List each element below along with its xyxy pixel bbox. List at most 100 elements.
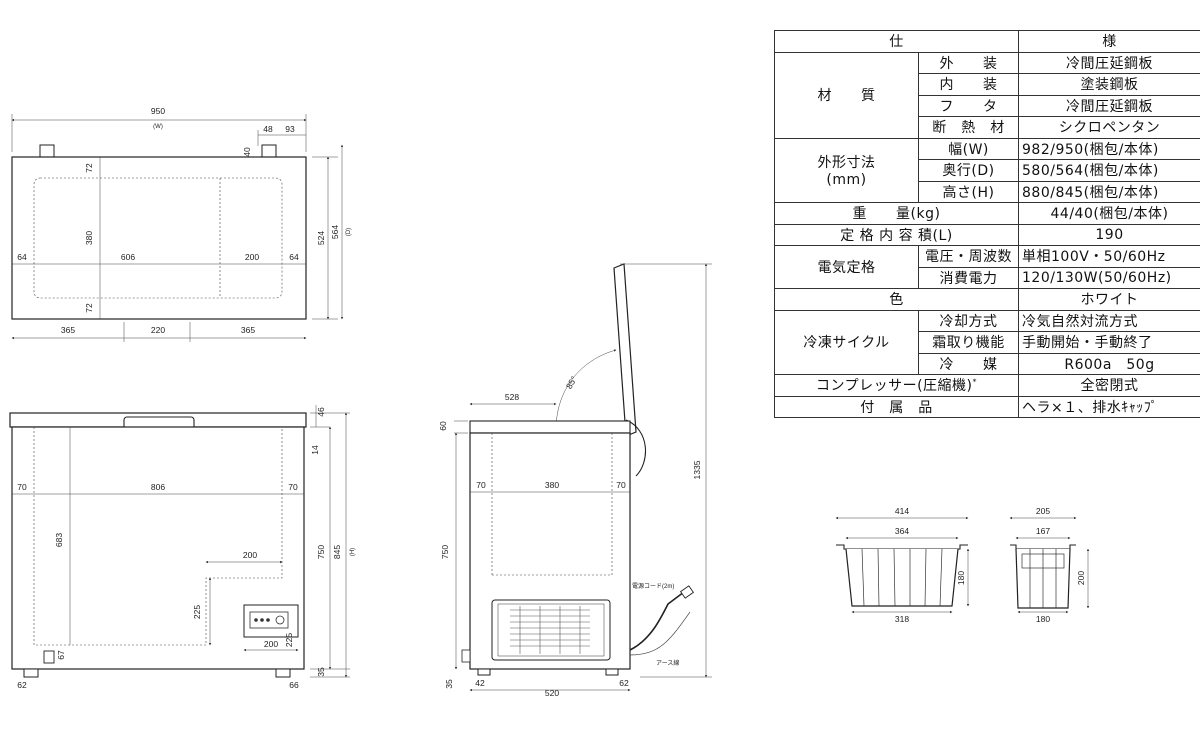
dim-93: 93	[285, 124, 295, 134]
dim-62-front: 62	[17, 680, 27, 690]
dim-606: 606	[121, 252, 135, 262]
spec-capacity: 定 格 内 容 積(L)	[774, 223, 1019, 246]
dim-205: 205	[1036, 506, 1050, 516]
dim-200-right: 200	[245, 252, 259, 262]
table-row: 重 量(kg) 44/40(梱包/本体)	[774, 202, 1200, 225]
spec-dims-unit: (mm)	[826, 172, 867, 189]
dim-comp-225: 225	[284, 633, 294, 647]
dim-414: 414	[895, 506, 909, 516]
dim-64-right: 64	[289, 252, 299, 262]
spec-depth: 奥行(D)	[918, 159, 1019, 182]
dim-564: 564	[330, 225, 340, 239]
spec-compressor-label: コンプレッサー(圧縮機)	[815, 378, 973, 395]
basket-small: 205 167 180 200	[1009, 506, 1090, 624]
spec-height-val: 880/845(梱包/本体)	[1018, 180, 1200, 203]
spec-refrig-val: R600a 50g	[1018, 352, 1200, 375]
spec-elec: 電気定格	[774, 245, 919, 289]
dim-167: 167	[1036, 526, 1050, 536]
table-row: 定 格 内 容 積(L) 190	[774, 223, 1200, 246]
dim-d-sub: (D)	[346, 228, 352, 236]
dim-1335: 1335	[692, 460, 702, 479]
spec-defrost-val: 手動開始・手動終了	[1018, 331, 1200, 354]
spec-inner: 内 装	[918, 73, 1019, 96]
dim-520: 520	[545, 688, 559, 698]
dim-h-sub: (H)	[350, 548, 356, 556]
dim-66: 66	[289, 680, 299, 690]
dim-46: 46	[316, 407, 326, 417]
earth-label: アース線	[656, 659, 679, 667]
dim-364: 364	[895, 526, 909, 536]
side-view: 85° 528 70 380 70 電源コード(2m) アース線	[438, 263, 712, 698]
spec-dims: 外形寸法 (mm)	[774, 137, 919, 203]
dim-62-side: 62	[619, 678, 629, 688]
dim-200-step: 200	[243, 550, 257, 560]
dim-40: 40	[242, 147, 252, 157]
spec-height: 高さ(H)	[918, 180, 1019, 203]
dim-220: 220	[151, 325, 165, 335]
spec-inner-val: 塗装鋼板	[1018, 73, 1200, 96]
dim-70-side-right: 70	[616, 480, 626, 490]
dim-365-right: 365	[241, 325, 255, 335]
spec-acc-val: ヘラ×１、排水ｷｬｯﾌﾟ	[1018, 395, 1200, 418]
dim-365-left: 365	[61, 325, 75, 335]
spec-voltage-val: 単相100V・50/60Hz	[1018, 245, 1200, 268]
table-row: コンプレッサー(圧縮機)* 全密閉式	[774, 374, 1200, 397]
dim-180-bottom: 180	[1036, 614, 1050, 624]
spec-material: 材 質	[774, 51, 919, 139]
dim-comp-200: 200	[264, 639, 278, 649]
dim-60: 60	[438, 421, 448, 431]
table-row: 外形寸法 (mm) 幅(W) 982/950(梱包/本体)	[774, 137, 1200, 203]
spec-outer-val: 冷間圧延鋼板	[1018, 51, 1200, 74]
dim-64-left: 64	[17, 252, 27, 262]
dim-180-h: 180	[956, 571, 966, 585]
top-view: 950 (W) 48 93 40 72 380 72 64 606 200 64…	[11, 106, 352, 342]
dim-35-front: 35	[316, 667, 326, 677]
dim-528: 528	[505, 392, 519, 402]
table-row: 断 熱 材 シクロペンタン	[775, 116, 1200, 139]
spec-header: 仕 様	[774, 30, 1200, 53]
grille-slots	[510, 606, 590, 654]
table-row: 奥行(D) 580/564(梱包/本体)	[775, 159, 1200, 182]
spec-defrost: 霜取り機能	[918, 331, 1019, 354]
table-row: 内 装 塗装鋼板	[775, 73, 1200, 96]
dim-42: 42	[475, 678, 485, 688]
spec-cooling-val: 冷気自然対流方式	[1018, 309, 1200, 332]
spec-weight-val: 44/40(梱包/本体)	[1018, 202, 1200, 225]
spec-header-a: 仕	[774, 30, 1019, 53]
dim-318: 318	[895, 614, 909, 624]
spec-compressor-val: 全密閉式	[1018, 374, 1200, 397]
spec-width-val: 982/950(梱包/本体)	[1018, 137, 1200, 160]
spec-table: 仕 様 材 質 外 装 冷間圧延鋼板 内 装 塗装鋼板 フ タ 冷間圧延鋼板 断…	[774, 30, 1200, 418]
dim-683: 683	[54, 533, 64, 547]
spec-lid: フ タ	[918, 94, 1019, 117]
table-row: 色 ホワイト	[774, 288, 1200, 311]
basket-large: 414 364 318 180	[835, 506, 970, 624]
dim-950: 950	[151, 106, 165, 116]
spec-color: 色	[774, 288, 1019, 311]
spec-cooling: 冷却方式	[918, 309, 1019, 332]
dim-750-front: 750	[316, 545, 326, 559]
table-row: 高さ(H) 880/845(梱包/本体)	[775, 180, 1200, 203]
spec-refrig: 冷 媒	[918, 352, 1019, 375]
spec-weight: 重 量(kg)	[774, 202, 1019, 225]
spec-voltage: 電圧・周波数	[918, 245, 1019, 268]
dim-225: 225	[192, 605, 202, 619]
spec-compressor: コンプレッサー(圧縮機)*	[774, 374, 1019, 397]
spec-power: 消費電力	[918, 266, 1019, 289]
table-row: 霜取り機能 手動開始・手動終了	[775, 331, 1200, 354]
table-row: 電気定格 電圧・周波数 単相100V・50/60Hz	[774, 245, 1200, 289]
spec-dims-label: 外形寸法	[817, 155, 876, 172]
dim-w-sub: (W)	[153, 124, 163, 130]
dim-70-side-left: 70	[476, 480, 486, 490]
spec-outer: 外 装	[918, 51, 1019, 74]
table-row: 冷 媒 R600a 50g	[775, 352, 1200, 375]
spec-cycle: 冷凍サイクル	[774, 309, 919, 375]
dim-524: 524	[316, 231, 326, 245]
spec-width: 幅(W)	[918, 137, 1019, 160]
dim-35-side: 35	[444, 679, 454, 689]
dim-806: 806	[151, 482, 165, 492]
cord-label: 電源コード(2m)	[632, 582, 674, 590]
dim-70-right: 70	[288, 482, 298, 492]
spec-insul-val: シクロペンタン	[1018, 116, 1200, 139]
dim-200-basket: 200	[1076, 571, 1086, 585]
